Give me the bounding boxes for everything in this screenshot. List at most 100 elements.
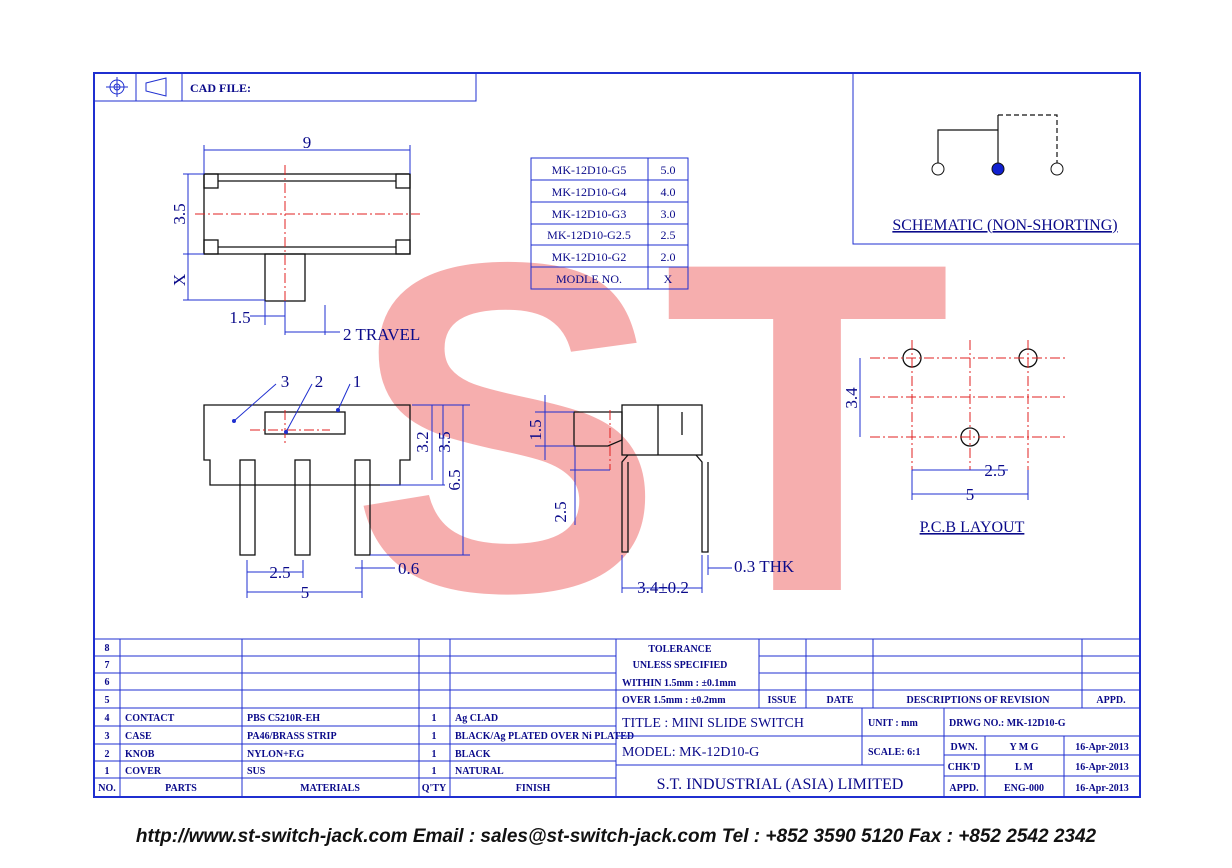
svg-text:1: 1: [432, 749, 437, 760]
svg-text:APPD.: APPD.: [1096, 695, 1126, 706]
dim-6-5: 6.5: [445, 469, 464, 490]
model-table: MK-12D10-G5 5.0 MK-12D10-G4 4.0 MK-12D10…: [530, 157, 689, 290]
svg-text:DESCRIPTIONS OF REVISION: DESCRIPTIONS OF REVISION: [907, 695, 1051, 706]
model-row: MK-12D10-G2: [552, 250, 627, 264]
svg-text:DWN.: DWN.: [951, 742, 978, 753]
callout-2: 2: [315, 372, 324, 391]
svg-text:2: 2: [105, 749, 110, 760]
dim-1-5: 1.5: [526, 419, 545, 440]
model-row: MK-12D10-G2.5: [547, 228, 631, 242]
svg-text:PBS C5210R-EH: PBS C5210R-EH: [247, 713, 320, 724]
terminal-left-icon: [931, 162, 945, 176]
svg-text:16-Apr-2013: 16-Apr-2013: [1075, 742, 1129, 753]
drawing-frame: [93, 72, 1141, 798]
model-header: MODLE NO.: [556, 272, 622, 286]
svg-text:TOLERANCE: TOLERANCE: [648, 644, 711, 655]
dim-thk: 0.3 THK: [734, 557, 795, 576]
st-watermark: ST: [350, 165, 951, 690]
side-view: 1.5 2.5 0.3 THK 3.4±0.2: [526, 395, 795, 597]
company-name: S.T. INDUSTRIAL (ASIA) LIMITED: [657, 776, 904, 793]
svg-text:OVER 1.5mm : ±0.2mm: OVER 1.5mm : ±0.2mm: [622, 695, 726, 706]
svg-text:CONTACT: CONTACT: [125, 713, 175, 724]
terminal-right-icon: [1050, 162, 1064, 176]
svg-text:Y M G: Y M G: [1009, 742, 1038, 753]
cad-file-label: CAD FILE:: [190, 81, 251, 95]
svg-text:MATERIALS: MATERIALS: [300, 783, 360, 794]
svg-text:NYLON+F.G: NYLON+F.G: [247, 749, 305, 760]
svg-text:ISSUE: ISSUE: [768, 695, 797, 706]
dim-3-2: 3.2: [413, 431, 432, 452]
terminal-common-icon: [991, 162, 1005, 176]
dim-pitch: 2.5: [269, 563, 290, 582]
svg-text:3: 3: [105, 731, 110, 742]
pcb-dim-height: 3.4: [842, 387, 861, 409]
model-x: 3.0: [661, 207, 676, 221]
model-header-x: X: [664, 272, 673, 286]
watermark-text: ST: [350, 165, 951, 690]
svg-text:Ag CLAD: Ag CLAD: [455, 713, 498, 724]
svg-text:1: 1: [105, 766, 110, 777]
svg-text:APPD.: APPD.: [949, 783, 979, 794]
pcb-layout: 3.4 2.5 5 P.C.B LAYOUT: [842, 340, 1065, 536]
pcb-dim-width: 5: [966, 485, 975, 504]
svg-text:DATE: DATE: [826, 695, 853, 706]
model-x: 4.0: [661, 185, 676, 199]
svg-text:FINISH: FINISH: [516, 783, 551, 794]
svg-text:7: 7: [105, 660, 110, 671]
svg-text:SUS: SUS: [247, 766, 266, 777]
pcb-dim-pitch: 2.5: [984, 461, 1005, 480]
drawing-title: TITLE : MINI SLIDE SWITCH: [622, 716, 804, 731]
model-x: 2.0: [661, 250, 676, 264]
callout-1: 1: [353, 372, 362, 391]
dim-pin: 0.6: [398, 559, 419, 578]
dim-2-5: 2.5: [551, 501, 570, 522]
svg-text:16-Apr-2013: 16-Apr-2013: [1075, 762, 1129, 773]
svg-text:PA46/BRASS STRIP: PA46/BRASS STRIP: [247, 731, 337, 742]
svg-text:UNLESS SPECIFIED: UNLESS SPECIFIED: [633, 660, 728, 671]
svg-text:1: 1: [432, 731, 437, 742]
title-block: TITLE : MINI SLIDE SWITCH UNIT : mm DRWG…: [616, 708, 1140, 797]
cad-header: CAD FILE:: [93, 72, 477, 102]
tolerance-revision: TOLERANCE UNLESS SPECIFIED WITHIN 1.5mm …: [616, 638, 1140, 709]
dim-x: X: [170, 274, 189, 286]
model-row: MK-12D10-G3: [552, 207, 627, 221]
svg-text:NATURAL: NATURAL: [455, 766, 504, 777]
svg-text:UNIT : mm: UNIT : mm: [868, 718, 918, 729]
svg-text:WITHIN 1.5mm : ±0.1mm: WITHIN 1.5mm : ±0.1mm: [622, 678, 737, 689]
svg-text:CHK'D: CHK'D: [948, 762, 981, 773]
front-view: 3 2 1 3.2 3.5 6.5 2.5 5 0.6: [203, 372, 470, 602]
svg-text:L M: L M: [1015, 762, 1034, 773]
svg-text:SCALE: 6:1: SCALE: 6:1: [868, 747, 921, 758]
schematic-box: SCHEMATIC (NON-SHORTING): [852, 72, 1141, 245]
svg-text:1: 1: [432, 713, 437, 724]
model-x: 5.0: [661, 163, 676, 177]
svg-text:4: 4: [105, 713, 110, 724]
svg-text:KNOB: KNOB: [125, 749, 155, 760]
svg-text:6: 6: [105, 677, 110, 688]
dim-width: 9: [303, 133, 312, 152]
svg-text:5: 5: [105, 695, 110, 706]
svg-text:NO.: NO.: [98, 783, 116, 794]
svg-text:8: 8: [105, 643, 110, 654]
top-view: 9 3.5 X 1.5 2 TRAVEL: [170, 133, 420, 344]
pcb-label: P.C.B LAYOUT: [920, 519, 1025, 536]
svg-text:BLACK/Ag PLATED OVER Ni PLATED: BLACK/Ag PLATED OVER Ni PLATED: [455, 731, 634, 742]
svg-text:1: 1: [432, 766, 437, 777]
svg-text:DRWG NO.: MK-12D10-G: DRWG NO.: MK-12D10-G: [949, 718, 1066, 729]
dim-side-width: 3.4±0.2: [637, 578, 689, 597]
drawing-model: MODEL: MK-12D10-G: [622, 745, 759, 760]
model-row: MK-12D10-G4: [552, 185, 627, 199]
projection-symbol-icon: [106, 77, 167, 97]
svg-text:CASE: CASE: [125, 731, 152, 742]
svg-text:ENG-000: ENG-000: [1004, 783, 1044, 794]
dim-span: 5: [301, 583, 310, 602]
dim-knob: 1.5: [229, 308, 250, 327]
model-x: 2.5: [661, 228, 676, 242]
schematic-label: SCHEMATIC (NON-SHORTING): [892, 217, 1117, 234]
dim-travel: 2 TRAVEL: [343, 325, 420, 344]
svg-text:Q'TY: Q'TY: [422, 783, 447, 794]
dim-height: 3.5: [170, 203, 189, 224]
svg-text:COVER: COVER: [125, 766, 162, 777]
model-row: MK-12D10-G5: [552, 163, 627, 177]
